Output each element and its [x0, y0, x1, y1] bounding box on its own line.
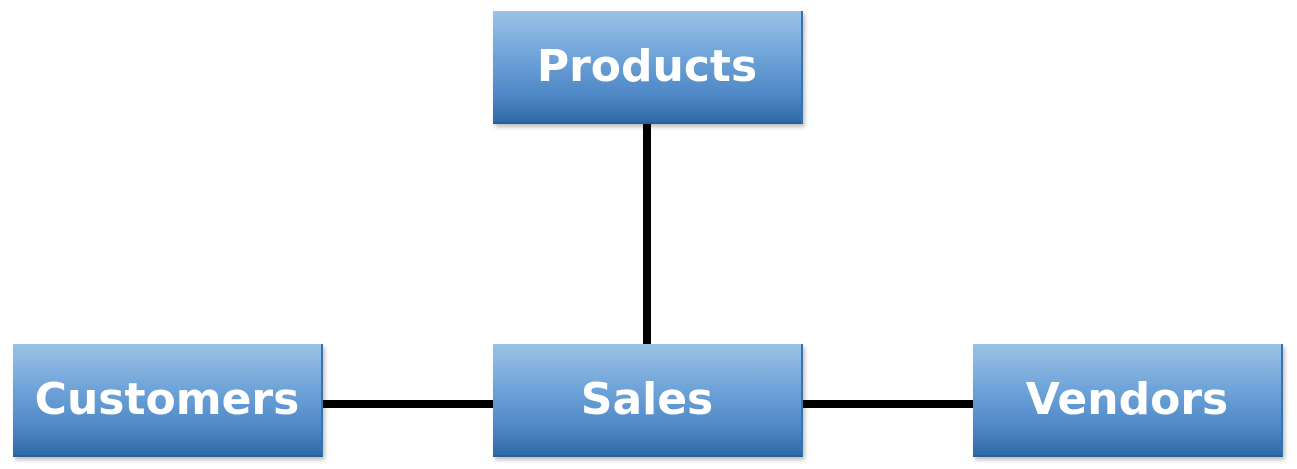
node-products-label: Products [536, 41, 758, 92]
connector-products-sales [643, 123, 651, 346]
node-customers-label: Customers [34, 374, 300, 425]
node-sales: Sales [493, 344, 803, 457]
connector-customers-sales [322, 400, 494, 408]
node-sales-label: Sales [580, 374, 714, 425]
node-customers: Customers [13, 344, 323, 457]
node-products: Products [493, 11, 803, 124]
connector-sales-vendors [801, 400, 974, 408]
node-vendors: Vendors [973, 344, 1283, 457]
node-vendors-label: Vendors [1025, 374, 1229, 425]
